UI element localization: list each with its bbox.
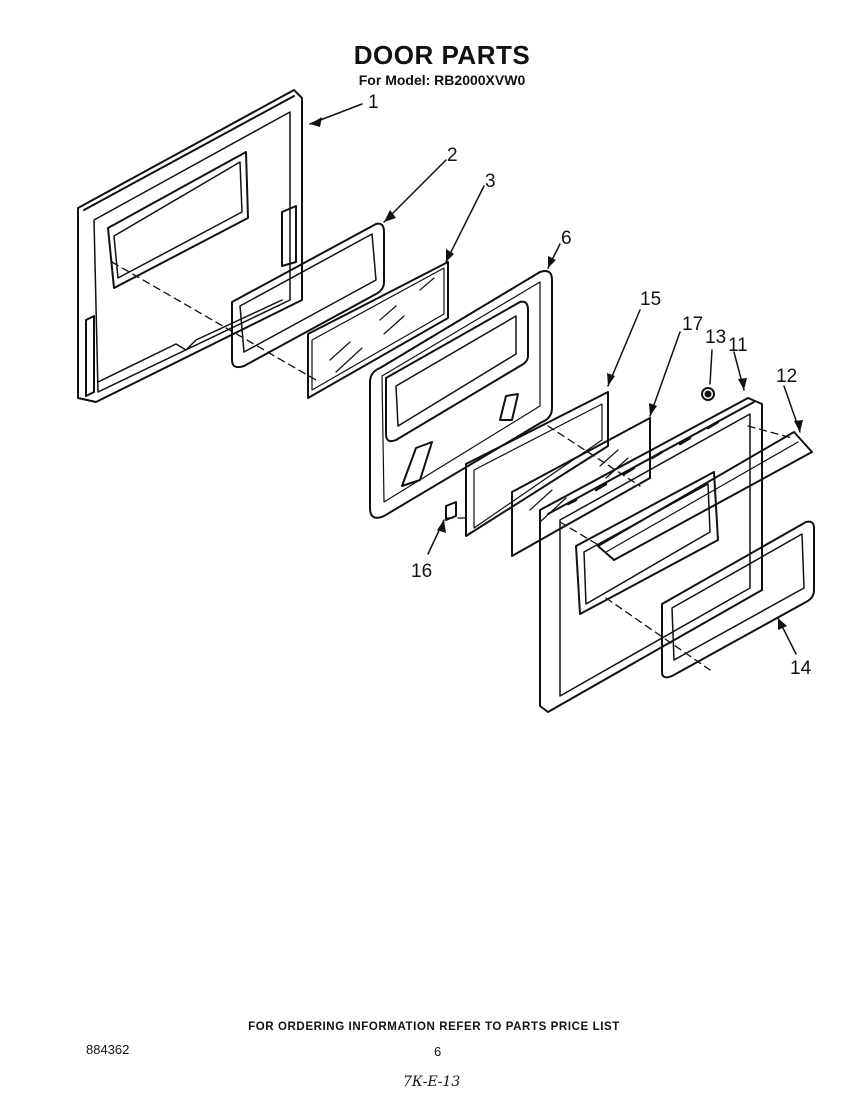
page-title: DOOR PARTS: [353, 40, 531, 70]
leader-arrowheads: [310, 117, 803, 630]
part-13-screw: [701, 387, 715, 401]
part-2-window-gasket: [231, 222, 385, 369]
handwritten-note: 7К-Е-13: [403, 1074, 461, 1090]
part-16-clip: [445, 501, 457, 521]
callout-1: 1: [368, 92, 379, 113]
callout-6: 6: [561, 228, 572, 249]
part-17-inner-glass: [511, 417, 651, 557]
part-12-door-handle: [597, 431, 813, 561]
callout-12: 12: [776, 366, 797, 387]
part-3-window-glass: [307, 261, 449, 399]
part-14-outer-gasket: [661, 520, 815, 679]
callout-16: 16: [411, 561, 432, 582]
page-number: 6: [434, 1044, 442, 1059]
ordering-information-note: FOR ORDERING INFORMATION REFER TO PARTS …: [248, 1021, 620, 1033]
callout-17: 17: [682, 314, 703, 335]
callout-11: 11: [728, 335, 748, 356]
part-callouts: 1 2 3 6 15 17 13 11 12 14 16: [368, 92, 812, 679]
callout-2: 2: [447, 145, 458, 166]
callout-15: 15: [640, 289, 661, 310]
part-15-glass-frame: [465, 391, 609, 537]
part-1-inner-door-panel: [77, 89, 303, 403]
part-11-outer-door-panel: [539, 397, 763, 713]
door-parts-exploded-diagram: 1 2 3 6 15 17 13 11 12 14 16: [77, 89, 815, 713]
callout-3: 3: [485, 171, 496, 192]
document-number: 884362: [86, 1042, 130, 1057]
callout-14: 14: [790, 658, 812, 679]
part-6-door-liner: [369, 270, 553, 519]
callout-13: 13: [705, 327, 726, 348]
model-subtitle: For Model: RB2000XVW0: [358, 72, 526, 88]
